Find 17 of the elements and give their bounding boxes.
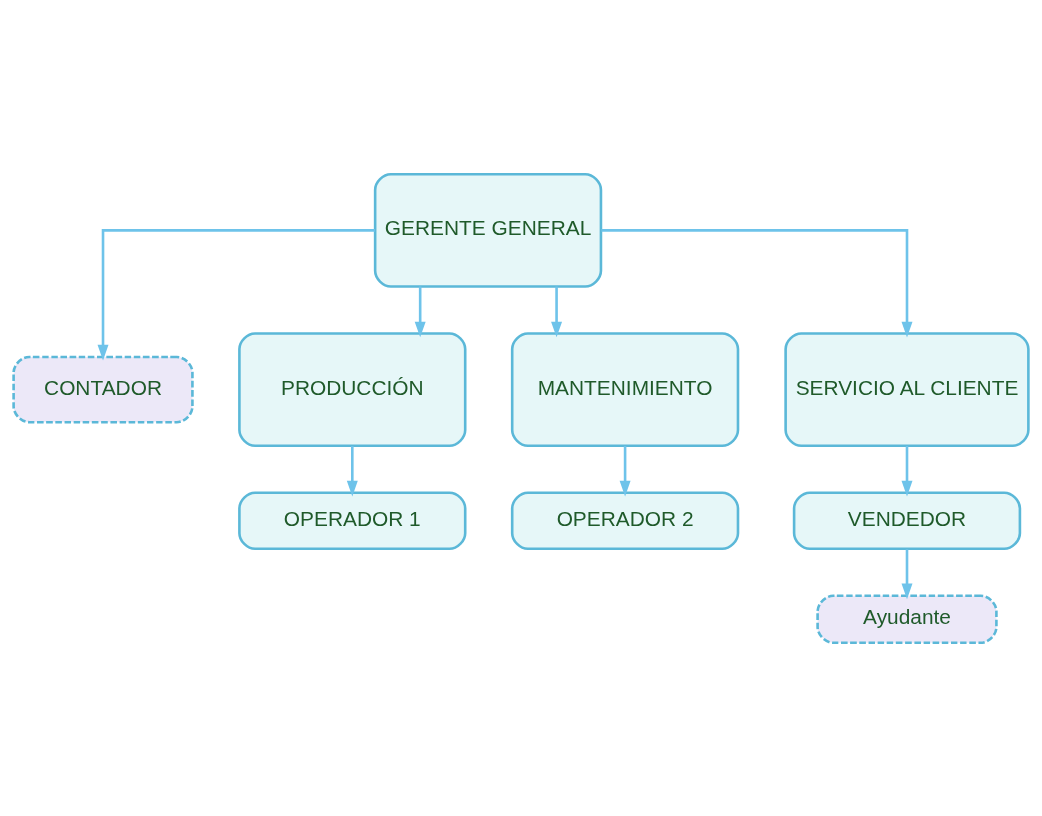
arrow (619, 445, 631, 496)
arrow (901, 445, 913, 496)
arrow (97, 228, 376, 361)
node-box: SERVICIO AL CLIENTE (784, 331, 1030, 447)
arrow (551, 286, 563, 337)
arrow (601, 228, 913, 337)
node-box: GERENTE GENERAL (373, 172, 603, 288)
node-box: CONTADOR (12, 355, 194, 423)
arrow (346, 445, 358, 496)
node-box: OPERADOR 2 (510, 490, 740, 550)
node-box: MANTENIMIENTO (510, 331, 740, 447)
node-box: Ayudante (816, 594, 998, 644)
arrow (901, 548, 913, 599)
node-box: VENDEDOR (792, 490, 1022, 550)
node-box: OPERADOR 1 (238, 490, 467, 550)
node-box: PRODUCCIÓN (238, 331, 467, 447)
arrow (414, 286, 426, 337)
